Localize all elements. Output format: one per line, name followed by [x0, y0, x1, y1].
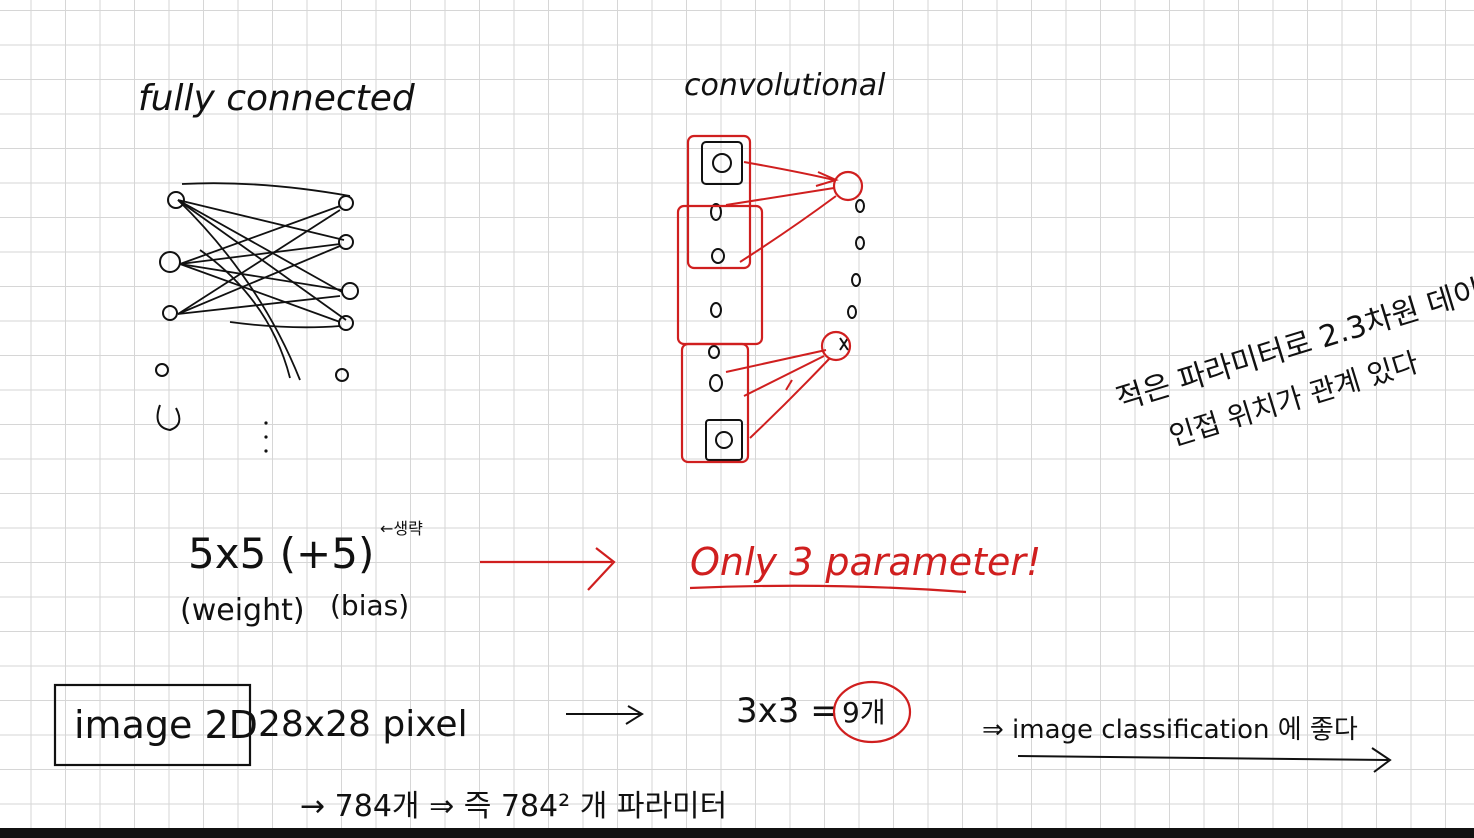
- fc-input-nodes: [155, 191, 185, 432]
- red-arrow-icon: [480, 547, 616, 591]
- fc-output-nodes: [335, 195, 359, 382]
- conv-parameter-count: Only 3 parameter!: [690, 540, 1041, 584]
- conv-parameter-underline: [689, 584, 967, 594]
- classification-conclusion: ⇒ image classification 에 좋다: [982, 715, 1358, 745]
- fully-connected-heading: fully connected: [138, 78, 416, 119]
- fc-parameter-formula: 5x5 (+5): [188, 529, 374, 578]
- kernel-count: 9개: [842, 696, 886, 729]
- black-arrow-icon: [566, 705, 644, 725]
- side-note: 적은 파라미터로 2.3차원 데이터 인접 위치가 관계 있다: [1112, 265, 1474, 453]
- weight-label: (weight): [180, 593, 305, 628]
- conv-input-nodes: [701, 141, 743, 461]
- conv-red-connections: [725, 161, 839, 439]
- bias-label: (bias): [330, 589, 409, 622]
- image-label: image 2D: [74, 703, 258, 747]
- fc-omitted-note: ←생략: [380, 519, 423, 538]
- bottom-note: → 784개 ⇒ 즉 784² 개 파라미터: [300, 789, 727, 824]
- bottom-edge-bar: [0, 828, 1474, 838]
- fc-continuation-dots: [264, 421, 268, 453]
- kernel-count-circle: [832, 680, 912, 744]
- pixel-size: 28x28 pixel: [258, 704, 468, 745]
- long-arrow-icon: [1017, 747, 1392, 773]
- kernel-size: 3x3 =: [736, 691, 839, 731]
- fc-connection-lines: [177, 182, 351, 381]
- fully-connected-network: [155, 182, 359, 453]
- conv-output-nodes: [839, 199, 865, 351]
- image-label-box: [53, 683, 252, 767]
- convolutional-network: [676, 134, 865, 464]
- convolutional-heading: convolutional: [684, 68, 886, 103]
